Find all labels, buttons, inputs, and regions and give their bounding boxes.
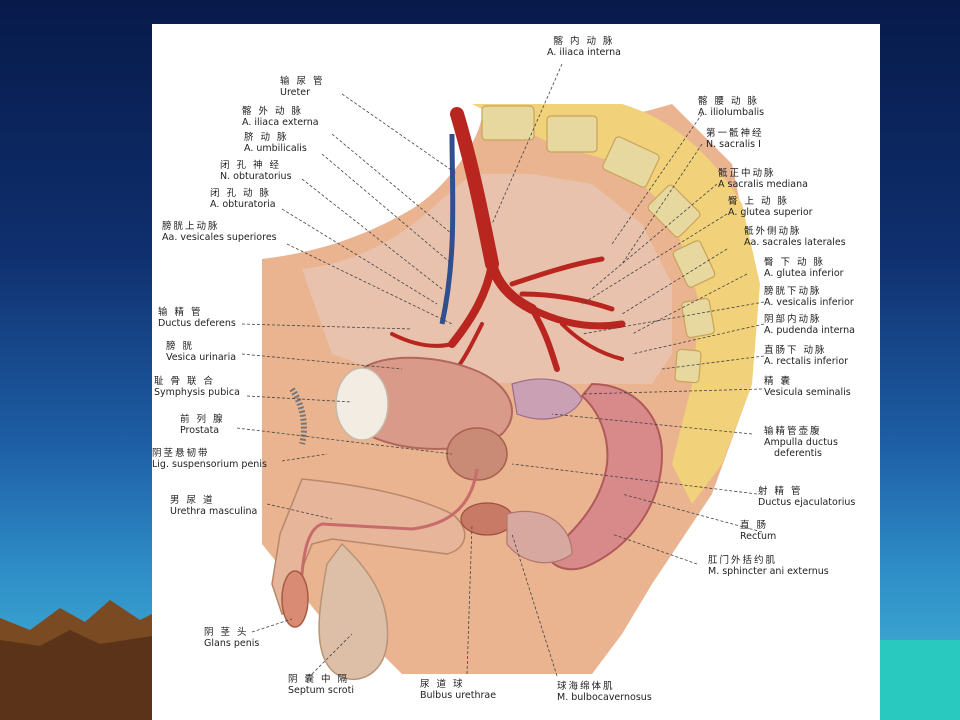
label-cn: 髂 内 动 脉	[553, 36, 615, 47]
pelvis-illustration	[236, 63, 765, 680]
label-cn: 射 精 管	[758, 486, 803, 497]
label-cn: 髂 腰 动 脉	[698, 96, 760, 107]
label-la: A. glutea inferior	[764, 268, 844, 279]
label-cn: 闭 孔 神 经	[220, 160, 282, 171]
label-la: Aa. vesicales superiores	[162, 232, 277, 243]
label-la: M. bulbocavernosus	[557, 692, 652, 703]
label-prostata: 前 列 腺 Prostata	[180, 414, 225, 436]
label-la: A. glutea superior	[728, 207, 813, 218]
label-la: Ductus ejaculatorius	[758, 497, 856, 508]
label-vesicula-seminalis: 精 囊 Vesicula seminalis	[764, 376, 851, 398]
label-la: A. pudenda interna	[764, 325, 856, 336]
label-a-obturatoria: 闭 孔 动 脉 A. obturatoria	[210, 188, 276, 210]
label-cn: 膀 胱	[166, 341, 195, 352]
label-la: Ductus deferens	[158, 318, 236, 329]
label-cn: 男 尿 道	[170, 495, 215, 506]
label-cn: 膀胱上动脉	[162, 221, 220, 232]
label-la: Bulbus urethrae	[420, 690, 497, 701]
label-la: Vesica urinaria	[166, 352, 237, 363]
label-cn: 阴茎悬韧带	[152, 448, 210, 459]
label-la: Ampulla ductus	[764, 437, 838, 448]
label-la: Lig. suspensorium penis	[152, 459, 267, 470]
label-bulbus-urethrae: 尿 道 球 Bulbus urethrae	[420, 679, 496, 701]
label-pudenda-interna: 阴部内动脉 A. pudenda interna	[764, 314, 855, 336]
label-sphincter-ani: 肛门外括约肌 M. sphincter ani externus	[708, 555, 829, 577]
label-la: Prostata	[180, 425, 220, 436]
label-cn: 精 囊	[764, 376, 793, 387]
label-umbilicalis: 脐 动 脉 A. umbilicalis	[244, 132, 307, 154]
label-la: Glans penis	[204, 638, 260, 649]
label-la: A sacralis mediana	[718, 179, 808, 190]
label-cn: 骶正中动脉	[718, 168, 776, 179]
label-cn: 阴 茎 头	[204, 627, 249, 638]
label-urethra-masculina: 男 尿 道 Urethra masculina	[170, 495, 257, 517]
label-cn: 髂 外 动 脉	[242, 106, 304, 117]
label-la: Aa. sacrales laterales	[744, 237, 846, 248]
label-la: A. obturatoria	[210, 199, 276, 210]
label-la: N. obturatorius	[220, 171, 292, 182]
label-la: A. iliaca interna	[547, 47, 621, 58]
label-sacralis-mediana: 骶正中动脉 A sacralis mediana	[718, 168, 808, 190]
label-cn: 骶外侧动脉	[744, 226, 802, 237]
label-la: Urethra masculina	[170, 506, 258, 517]
label-la: A. umbilicalis	[244, 143, 307, 154]
label-cn: 阴部内动脉	[764, 314, 822, 325]
label-vesicales-superiores: 膀胱上动脉 Aa. vesicales superiores	[162, 221, 277, 243]
label-glutea-superior: 臀 上 动 脉 A. glutea superior	[728, 196, 813, 218]
label-glutea-inferior: 臀 下 动 脉 A. glutea inferior	[764, 257, 844, 279]
label-cn: 闭 孔 动 脉	[210, 188, 272, 199]
label-cn: 输 精 管	[158, 307, 203, 318]
label-ampulla-ductus: 输精管壶腹 Ampulla ductus deferentis	[764, 426, 838, 459]
label-la: A. rectalis inferior	[764, 356, 849, 367]
label-la: A. iliolumbalis	[698, 107, 765, 118]
label-iliolumbalis: 髂 腰 动 脉 A. iliolumbalis	[698, 96, 764, 118]
label-n-obturatorius: 闭 孔 神 经 N. obturatorius	[220, 160, 292, 182]
label-cn: 阴 囊 中 隔	[288, 674, 350, 685]
label-la: Ureter	[280, 87, 310, 98]
label-rectalis-inferior: 直肠下 动脉 A. rectalis inferior	[764, 345, 848, 367]
label-la: Rectum	[740, 531, 777, 542]
label-cn: 球海绵体肌	[557, 681, 615, 692]
label-rectum: 直 肠 Rectum	[740, 520, 776, 542]
label-cn: 直肠下 动脉	[764, 345, 827, 356]
label-la: M. sphincter ani externus	[708, 566, 829, 577]
label-bulbocavernosus: 球海绵体肌 M. bulbocavernosus	[557, 681, 652, 703]
label-la: A. vesicalis inferior	[764, 297, 854, 308]
label-cn: 脐 动 脉	[244, 132, 289, 143]
label-ductus-ejaculatorius: 射 精 管 Ductus ejaculatorius	[758, 486, 855, 508]
label-ureter: 输 尿 管 Ureter	[280, 76, 325, 98]
label-cn: 前 列 腺	[180, 414, 225, 425]
label-symphysis-pubica: 耻 骨 联 合 Symphysis pubica	[154, 376, 240, 398]
label-cn: 臀 上 动 脉	[728, 196, 790, 207]
label-ductus-deferens: 输 精 管 Ductus deferens	[158, 307, 236, 329]
label-septum-scroti: 阴 囊 中 隔 Septum scroti	[288, 674, 354, 696]
label-la: A. iliaca externa	[242, 117, 319, 128]
label-cn: 第一骶神经	[706, 128, 764, 139]
label-cn: 臀 下 动 脉	[764, 257, 826, 268]
label-vesica-urinaria: 膀 胱 Vesica urinaria	[166, 341, 236, 363]
label-iliaca-interna: 髂 内 动 脉 A. iliaca interna	[547, 36, 621, 58]
label-lig-suspensorium: 阴茎悬韧带 Lig. suspensorium penis	[152, 448, 267, 470]
anatomy-figure-panel: 髂 内 动 脉 A. iliaca interna 输 尿 管 Ureter 髂…	[152, 24, 880, 720]
label-glans-penis: 阴 茎 头 Glans penis	[204, 627, 259, 649]
mountain-decoration	[0, 600, 960, 720]
label-la: Vesicula seminalis	[764, 387, 851, 398]
label-n-sacralis: 第一骶神经 N. sacralis Ⅰ	[706, 128, 764, 150]
label-sacrales-laterales: 骶外侧动脉 Aa. sacrales laterales	[744, 226, 846, 248]
label-vesicalis-inferior: 膀胱下动脉 A. vesicalis inferior	[764, 286, 854, 308]
label-cn: 尿 道 球	[420, 679, 465, 690]
label-cn: 直 肠	[740, 520, 769, 531]
label-cn: 膀胱下动脉	[764, 286, 822, 297]
label-cn: 输 尿 管	[280, 76, 325, 87]
label-la: Septum scroti	[288, 685, 354, 696]
label-la: N. sacralis Ⅰ	[706, 139, 761, 150]
label-la: Symphysis pubica	[154, 387, 240, 398]
label-iliaca-externa: 髂 外 动 脉 A. iliaca externa	[242, 106, 319, 128]
label-cn: 耻 骨 联 合	[154, 376, 216, 387]
label-la2: deferentis	[774, 448, 822, 459]
label-cn: 输精管壶腹	[764, 426, 822, 437]
label-cn: 肛门外括约肌	[708, 555, 778, 566]
